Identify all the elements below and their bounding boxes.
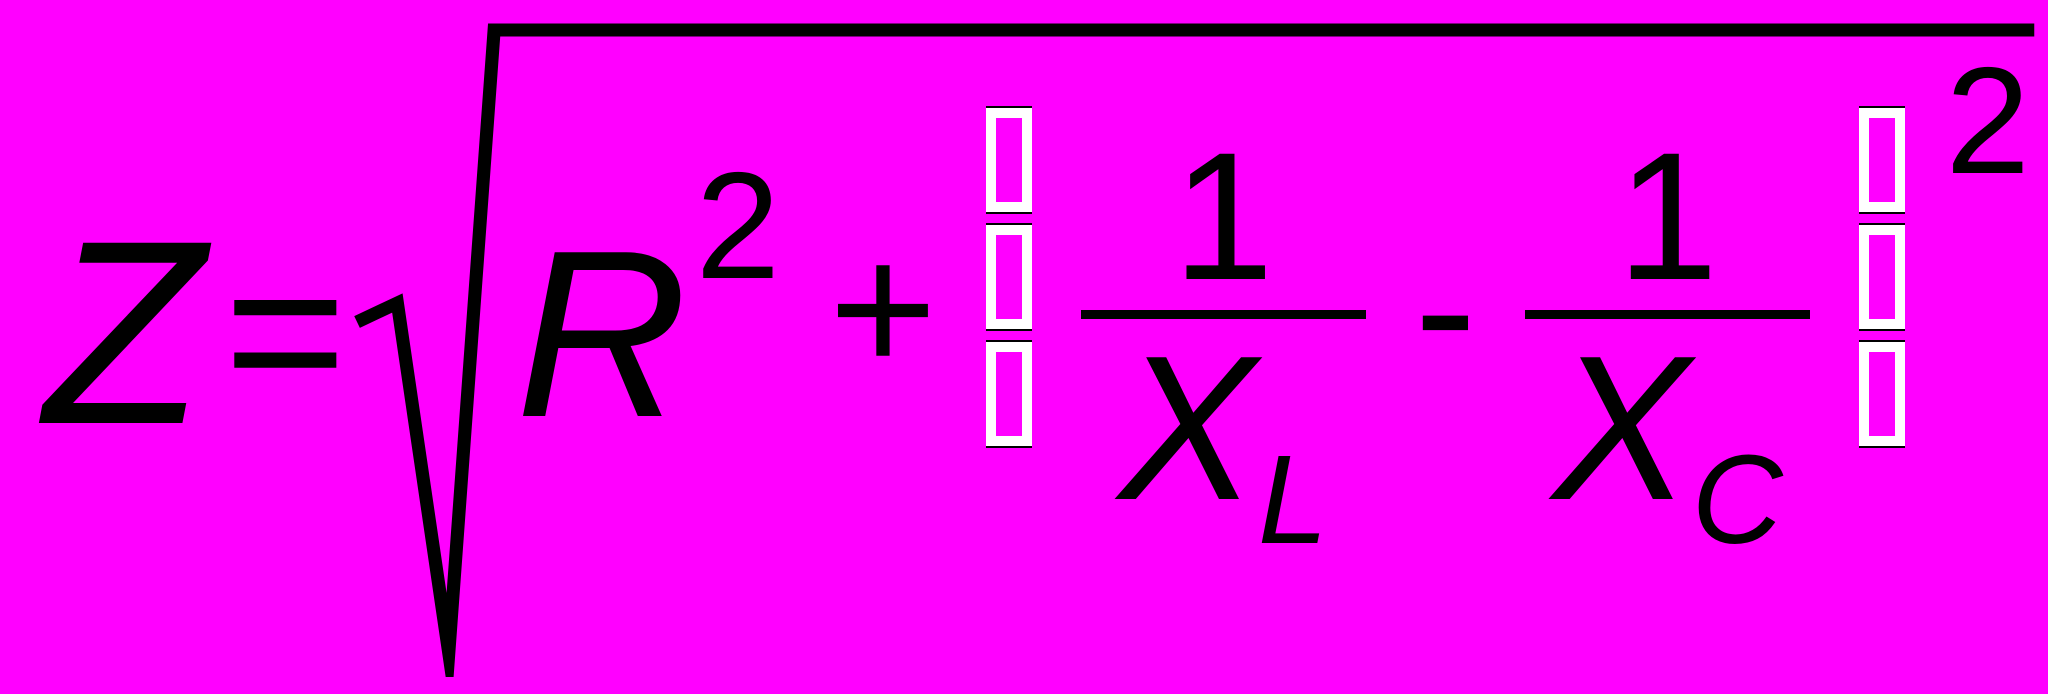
fraction-bar <box>1525 309 1811 319</box>
minus-operator: - <box>1414 205 1477 412</box>
r-squared-term: R 2 <box>515 150 780 467</box>
l-subscript: L <box>1257 428 1328 570</box>
r-exponent: 2 <box>695 141 781 311</box>
denominator: X C <box>1552 312 1782 563</box>
notdef-box <box>985 108 1032 212</box>
r-base: R <box>515 202 688 467</box>
radical-sign <box>353 23 2034 677</box>
left-parenthesis-glyph-boxes <box>985 108 1032 446</box>
notdef-box <box>1858 225 1905 329</box>
numerator: 1 <box>1616 114 1719 319</box>
x-base: X <box>1552 312 1690 543</box>
notdef-box <box>985 342 1032 446</box>
c-subscript: C <box>1691 428 1783 570</box>
notdef-box <box>1858 108 1905 212</box>
notdef-box <box>985 225 1032 329</box>
right-parenthesis-glyph-boxes <box>1858 108 1905 446</box>
square-root: R 2 + 1 X L - <box>351 17 2040 677</box>
radicand: R 2 + 1 X L - <box>516 17 1905 677</box>
equals-sign: = <box>224 213 347 448</box>
denominator: X L <box>1118 312 1328 563</box>
x-base: X <box>1118 312 1256 543</box>
numerator: 1 <box>1172 114 1274 319</box>
plus-operator: + <box>828 205 938 412</box>
notdef-box <box>1858 342 1905 446</box>
fraction-xl: 1 X L <box>1080 114 1366 563</box>
outer-exponent: 2 <box>1945 36 2030 206</box>
fraction-bar <box>1080 309 1366 319</box>
lhs-symbol: Z <box>44 186 205 479</box>
fraction-xc: 1 X C <box>1525 114 1811 563</box>
